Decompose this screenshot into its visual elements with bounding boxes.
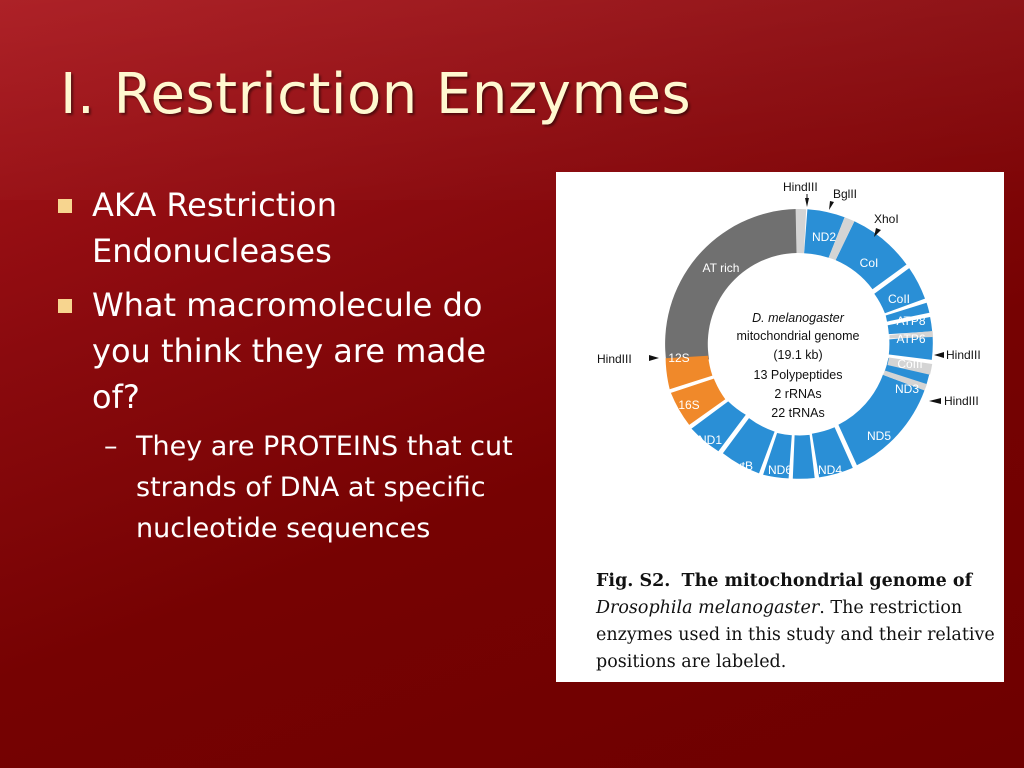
sub-bullet-item: – They are PROTEINS that cut strands of … [92,426,536,549]
figure-caption: Fig. S2. The mitochondrial genome of Dro… [596,568,996,676]
square-bullet-icon [58,299,72,313]
site-arrow-icon [929,398,941,404]
label-coiii: CoIII [897,357,922,371]
label-nd6: ND6 [768,463,792,477]
segment-16s [670,378,726,425]
label-coii: CoII [888,292,910,306]
segment-nd2 [804,209,845,258]
segment-coi [835,221,907,290]
sub-bullet-list: – They are PROTEINS that cut strands of … [92,426,536,549]
label-nd1: ND1 [698,433,722,447]
site-arrow-icon [874,228,881,237]
label-nd2: ND2 [812,230,836,244]
label-atp6: ATP6 [896,332,925,346]
caption-title: The mitochondrial genome of [681,571,973,591]
center-line5: 22 tRNAs [771,406,825,420]
gap-strip [887,357,933,375]
label-cytb: CytB [727,459,753,473]
caption-rest: . The restriction enzymes used in this s… [596,598,995,672]
site-arrow-icon [934,352,944,358]
site-arrow-icon [805,198,809,207]
label-at-rich: AT rich [703,261,740,275]
gap-strip [889,331,933,339]
center-line3: 13 Polypeptides [754,368,843,382]
restriction-sites: HindIII BglII XhoI HindIII HindIII HindI… [597,180,981,408]
segment-atp6 [887,317,933,335]
segment-12s [665,355,713,390]
segment-cytb [722,418,775,474]
site-arrow-icon [649,355,659,361]
label-16s: 16S [678,398,699,412]
segment-nd4l [792,434,815,479]
label-nd5: ND5 [867,429,891,443]
segment-nd1 [691,401,746,452]
slide-title: I. Restriction Enzymes [60,62,692,127]
gap-strip [828,217,855,261]
genome-map: ND2 CoI CoII ATP8 ATP6 CoIII ND3 ND5 ND4… [597,180,981,497]
center-line4: 2 rRNAs [774,387,821,401]
segment-atp8 [885,302,930,322]
label-nd3: ND3 [895,382,919,396]
site-hindiii-top: HindIII [783,180,818,194]
gap-strip [795,208,807,254]
label-nd4: ND4 [818,463,842,477]
ring-labels: ND2 CoI CoII ATP8 ATP6 CoIII ND3 ND5 ND4… [668,230,926,497]
center-text: D. melanogaster mitochondrial genome (19… [737,311,860,420]
dash-bullet-icon: – [104,431,118,462]
label-nd4l: ND4L [790,483,821,497]
square-bullet-icon [58,199,72,213]
segment-nd6 [763,433,792,479]
site-arrow-icon [829,201,834,210]
site-hindiii-right1: HindIII [946,348,981,362]
segment-at-rich [665,209,797,364]
label-atp8: ATP8 [896,314,925,328]
gap-strip [882,370,927,391]
bullet-item: What macromolecule do you think they are… [56,282,536,549]
center-line1: mitochondrial genome [737,329,860,343]
center-line2: (19.1 kb) [773,348,822,362]
site-xhoi: XhoI [874,212,899,226]
site-hindiii-right2: HindIII [944,394,979,408]
segment-coiii [888,335,933,360]
segment-coii [874,268,925,314]
segment-nd4 [811,427,853,478]
center-species: D. melanogaster [752,311,845,325]
genome-figure: ND2 CoI CoII ATP8 ATP6 CoIII ND3 ND5 ND4… [556,172,1004,682]
sub-bullet-text: They are PROTEINS that cut strands of DN… [136,431,513,544]
bullet-item: AKA Restriction Endonucleases [56,182,536,274]
bullet-list: AKA Restriction Endonucleases What macro… [56,182,536,557]
bullet-text: What macromolecule do you think they are… [92,286,486,416]
label-coi: CoI [860,256,879,270]
label-12s: 12S [668,351,689,365]
bullet-text: AKA Restriction Endonucleases [92,186,338,270]
site-hindiii-left: HindIII [597,352,632,366]
caption-species: Drosophila melanogaster [596,598,820,618]
segment-nd5 [838,374,925,466]
caption-fig-label: Fig. S2. [596,571,671,591]
site-bglii: BglII [833,187,857,201]
